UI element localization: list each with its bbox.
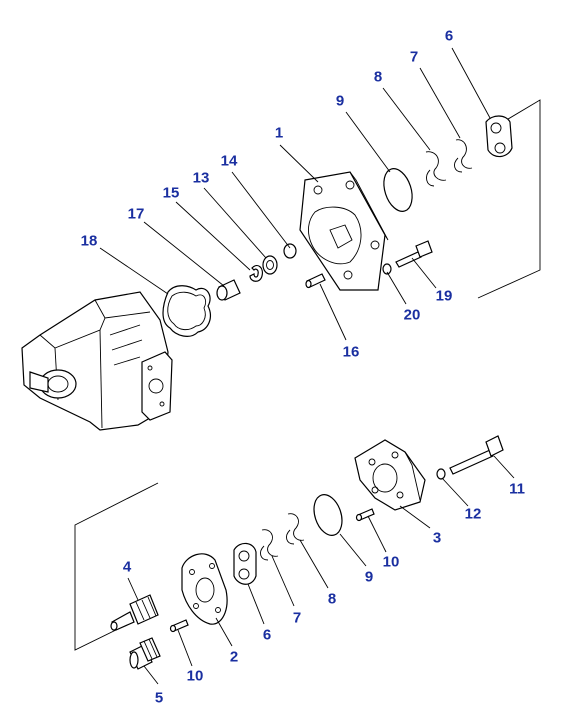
- o-ring-9-top: [383, 168, 413, 212]
- o-ring-9-bottom: [313, 494, 343, 536]
- callout-9-bottom: 9: [364, 568, 374, 586]
- callout-5: 5: [154, 689, 164, 707]
- callout-18: 18: [80, 232, 98, 250]
- pin-16: [305, 273, 326, 289]
- callout-7-top: 7: [409, 48, 419, 66]
- callout-9-top: 9: [335, 92, 345, 110]
- bearing-13: [262, 255, 278, 275]
- callout-11: 11: [509, 480, 525, 498]
- callout-10-left: 10: [186, 667, 204, 685]
- snap-ring-15: [249, 264, 263, 282]
- gasket-18: [162, 285, 211, 337]
- callout-16: 16: [342, 343, 360, 361]
- plate-1: [299, 171, 389, 291]
- driven-gear-5: [129, 637, 161, 670]
- callout-13: 13: [192, 169, 210, 187]
- assembly-reference-lines: [74, 99, 541, 651]
- callout-20: 20: [403, 306, 421, 324]
- seal-8-top: [425, 151, 447, 187]
- bushing-17: [216, 279, 241, 301]
- seal-7-bottom: [260, 529, 279, 561]
- ring-14: [283, 243, 297, 259]
- seal-8-bottom: [286, 513, 305, 545]
- cover-3: [354, 439, 426, 511]
- washer-20: [382, 263, 392, 275]
- drive-gear-4: [110, 594, 159, 631]
- callout-8-bottom: 8: [327, 590, 337, 608]
- callout-7-bottom: 7: [292, 609, 302, 627]
- wear-plate-6-top: [485, 115, 513, 158]
- callout-14: 14: [220, 152, 238, 170]
- callout-12: 12: [464, 505, 482, 523]
- callout-1: 1: [274, 124, 284, 142]
- callout-4: 4: [122, 558, 132, 576]
- pump-body: [21, 291, 173, 431]
- pin-10-right: [355, 508, 375, 522]
- wear-plate-6-bottom: [233, 542, 257, 585]
- pin-10-left: [169, 619, 189, 633]
- callout-8-top: 8: [373, 68, 383, 86]
- bolt-19: [395, 240, 433, 268]
- leader-lines: [99, 47, 515, 685]
- callout-2: 2: [229, 648, 239, 666]
- callout-6-top: 6: [444, 27, 454, 45]
- seal-7-top: [454, 139, 473, 173]
- callout-6-bottom: 6: [262, 626, 272, 644]
- callout-17: 17: [127, 205, 145, 223]
- callout-10-right: 10: [382, 553, 400, 571]
- callout-15: 15: [162, 184, 180, 202]
- callout-3: 3: [432, 529, 442, 547]
- callout-19: 19: [435, 287, 453, 305]
- washer-12: [436, 468, 446, 480]
- bolt-11: [449, 435, 504, 475]
- gear-housing-2: [181, 553, 228, 625]
